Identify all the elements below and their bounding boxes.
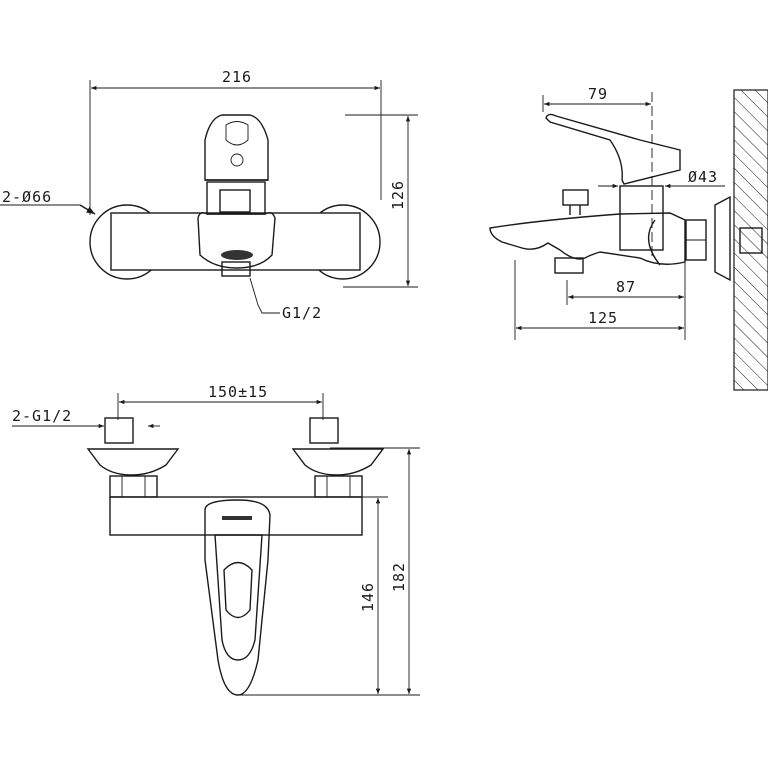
outlet-label: G1/2 bbox=[282, 304, 322, 322]
side-view: 79 Ø43 87 125 bbox=[489, 85, 768, 391]
dim-label-d43: Ø43 bbox=[688, 168, 718, 186]
valve-body bbox=[110, 212, 361, 271]
spout-front bbox=[204, 499, 271, 696]
dim-label-182: 182 bbox=[390, 562, 408, 592]
inlet-left bbox=[86, 417, 180, 498]
inlet-right bbox=[291, 417, 385, 498]
dim-label-87: 87 bbox=[616, 278, 636, 296]
flange-label: 2-Ø66 bbox=[2, 188, 52, 206]
dim-label-125: 125 bbox=[588, 309, 618, 327]
wall bbox=[733, 89, 768, 391]
inlet-label: 2-G1/2 bbox=[12, 407, 72, 425]
dim-label-216: 216 bbox=[222, 68, 252, 86]
dim-label-146: 146 bbox=[359, 582, 377, 612]
handle-top bbox=[204, 114, 269, 181]
dim-label-79: 79 bbox=[588, 85, 608, 103]
top-view: 216 126 2-Ø66 G1/2 bbox=[0, 68, 418, 322]
dim-label-126: 126 bbox=[389, 180, 407, 210]
front-view: 150±15 2-G1/2 146 182 bbox=[12, 383, 420, 696]
lever-side bbox=[545, 113, 681, 185]
dim-label-150: 150±15 bbox=[208, 383, 268, 401]
